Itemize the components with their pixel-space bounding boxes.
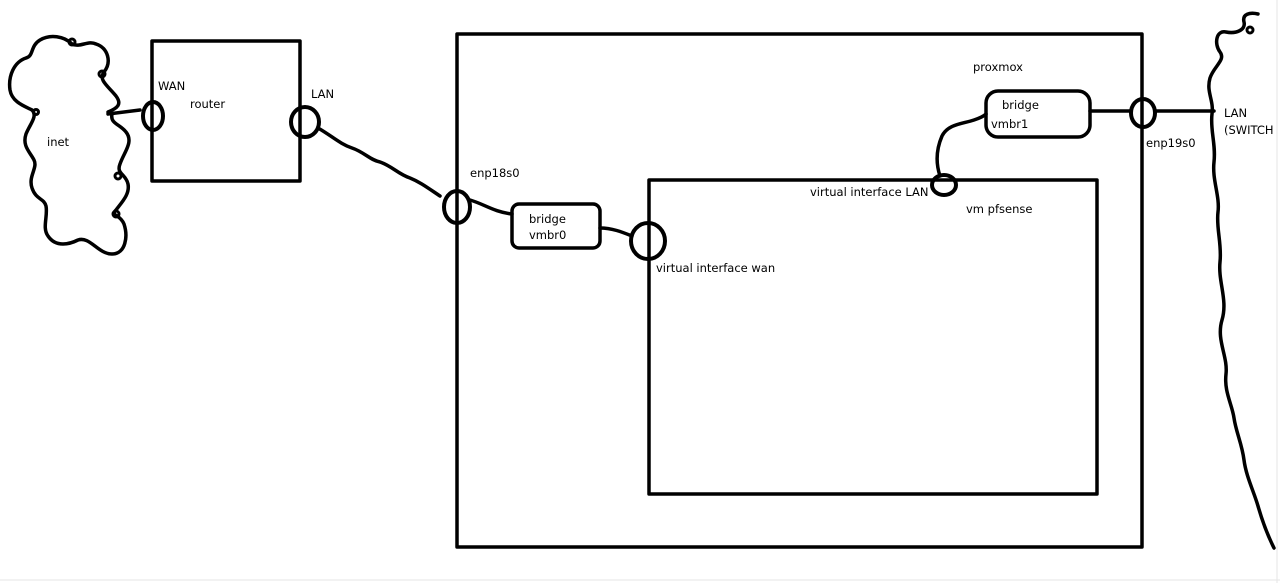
router-lan-port — [289, 105, 321, 139]
cloud-blob-mid-right — [113, 171, 123, 181]
link-nic-bridge-wan — [468, 198, 514, 216]
switch-label-line2: (SWITCH — [1224, 123, 1274, 137]
proxmox-box — [455, 32, 1144, 549]
bridge-lan-line2: vmbr1 — [991, 117, 1028, 131]
router-lan-label: LAN — [311, 87, 334, 101]
bridge-wan-line1: bridge — [529, 212, 566, 226]
switch-label-line1: LAN — [1224, 106, 1247, 120]
proxmox-nic-wan-label: enp18s0 — [470, 166, 520, 180]
bridge-wan-box — [510, 202, 602, 250]
proxmox-nic-lan-label: enp19s0 — [1146, 136, 1196, 150]
vm-vif-wan-label: virtual interface wan — [656, 261, 775, 275]
internet-cloud-shape — [7, 34, 131, 256]
link-bridge-vif-wan — [598, 226, 634, 238]
cloud-blob-right — [97, 69, 107, 79]
switch-cloud-blob — [1245, 25, 1255, 35]
proxmox-label: proxmox — [973, 60, 1023, 74]
link-vif-lan-bridge — [935, 112, 988, 178]
link-router-proxmox — [316, 126, 442, 198]
vm-label: vm pfsense — [966, 202, 1032, 216]
vm-vif-lan-port — [930, 173, 958, 197]
vm-vif-lan-label: virtual interface LAN — [810, 185, 929, 199]
link-cloud-router — [106, 108, 142, 116]
router-wan-label: WAN — [158, 79, 185, 93]
router-label: router — [190, 97, 225, 111]
switch-cloud-shape — [1207, 11, 1276, 550]
proxmox-nic-wan-port — [442, 189, 472, 225]
router-box — [150, 39, 302, 183]
cloud-label: inet — [47, 135, 70, 149]
cloud-blob-low-right — [111, 209, 121, 219]
bridge-lan-line1: bridge — [1002, 98, 1039, 112]
vm-box — [647, 178, 1099, 496]
vm-vif-wan-port — [629, 221, 667, 261]
bridge-wan-line2: vmbr0 — [529, 228, 566, 242]
cloud-blob-left — [32, 108, 40, 116]
router-wan-port — [141, 100, 165, 132]
cloud-blob-top — [67, 37, 77, 47]
proxmox-nic-lan-port — [1129, 97, 1157, 129]
bridge-lan-box — [984, 89, 1092, 139]
